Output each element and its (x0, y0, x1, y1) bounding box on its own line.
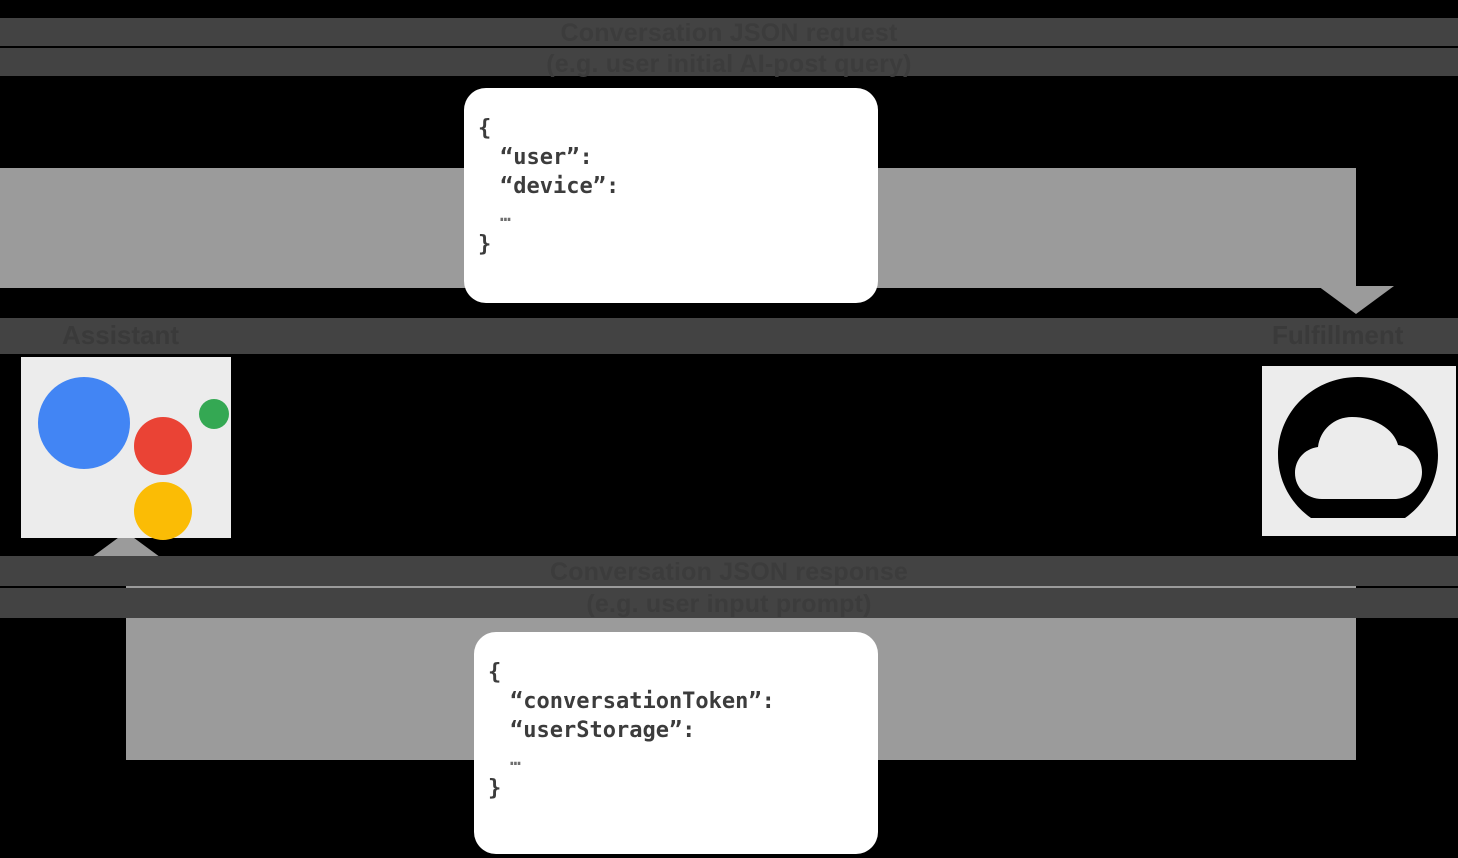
assistant-logo-red-dot-icon (134, 417, 192, 475)
fulfillment-node[interactable] (1262, 366, 1456, 536)
request-flow-arrowhead-icon (1318, 286, 1394, 314)
bottom-caption-strip-1 (0, 556, 1458, 586)
top-caption-strip-1 (0, 18, 1458, 46)
json-response-close-brace: } (488, 776, 502, 801)
response-caption-subtitle: (e.g. user input prompt) (586, 590, 872, 618)
json-request-key-user: “user”: (500, 145, 593, 170)
json-request-card: { “user”: “device”: … } (464, 88, 878, 303)
fulfillment-node-label: Fulfillment (1272, 320, 1404, 350)
assistant-logo-blue-dot-icon (38, 377, 130, 469)
node-label-strip (0, 318, 1458, 354)
json-request-key-device: “device”: (500, 174, 620, 199)
bottom-caption-strip-2 (0, 588, 1458, 618)
json-response-ellipsis: … (510, 749, 523, 770)
request-caption-subtitle: (e.g. user initial AI-post query) (546, 50, 912, 78)
cloud-icon (1278, 377, 1438, 518)
json-request-close-brace: } (478, 232, 492, 257)
json-response-key-user-storage: “userStorage”: (510, 718, 696, 743)
json-response-open-brace: { (488, 660, 502, 685)
json-response-card: { “conversationToken”: “userStorage”: … … (474, 632, 878, 854)
json-request-ellipsis: … (500, 205, 513, 226)
top-caption-strip-2 (0, 48, 1458, 76)
assistant-node-label: Assistant (62, 320, 180, 350)
response-caption-title: Conversation JSON response (549, 558, 909, 586)
assistant-node[interactable] (21, 357, 231, 540)
json-request-open-brace: { (478, 116, 492, 141)
request-caption-title: Conversation JSON request (560, 19, 898, 47)
assistant-logo-green-dot-icon (199, 399, 229, 429)
json-response-key-conversation-token: “conversationToken”: (510, 689, 775, 714)
assistant-logo-yellow-dot-icon (134, 482, 192, 540)
